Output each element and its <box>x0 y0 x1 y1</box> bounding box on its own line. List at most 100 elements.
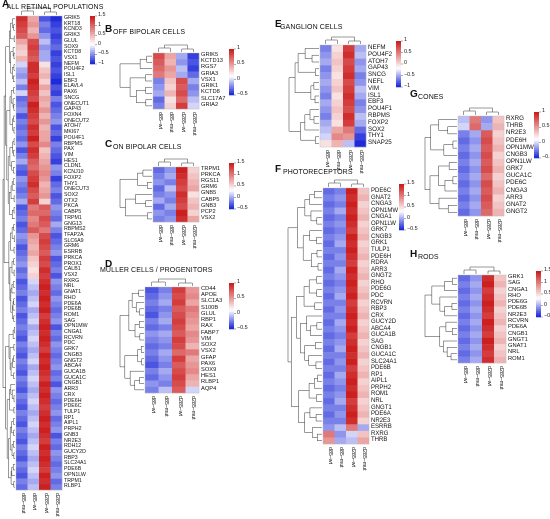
heatmap-cell <box>27 307 40 314</box>
dendrogram-branch <box>291 316 299 407</box>
heatmap-cell <box>27 175 40 182</box>
dendrogram-branch <box>431 285 445 305</box>
scale-swatch <box>90 38 95 41</box>
column-label: d85–mut <box>168 112 175 133</box>
heatmap-cell <box>50 107 63 114</box>
heatmap-cell <box>145 311 159 319</box>
heatmap-cell <box>39 38 51 45</box>
scale-swatch <box>90 62 95 65</box>
heatmap-cell <box>481 158 493 167</box>
dendrogram-branch <box>444 306 457 317</box>
heatmap-cell <box>145 380 159 387</box>
heatmap-cell <box>176 77 188 85</box>
heatmap-cell <box>27 210 40 217</box>
scale-swatch <box>536 309 541 312</box>
gene-label: GNGT2 <box>506 208 528 216</box>
gene-label: PDE6A <box>371 411 391 418</box>
heatmap-cell <box>334 358 347 366</box>
heatmap-cell <box>334 345 347 353</box>
scale-swatch <box>396 67 401 71</box>
heatmap-cell <box>334 194 347 202</box>
scale-swatch <box>229 203 234 206</box>
heatmap-cell <box>16 107 28 114</box>
heatmap-cell <box>27 21 40 28</box>
heatmap-cell <box>176 185 188 192</box>
heatmap-cell <box>27 90 40 97</box>
dendrogram-branch <box>443 340 457 353</box>
dendrogram-branch <box>11 261 15 274</box>
heatmap-cell <box>357 365 370 372</box>
heatmap-cell <box>343 113 355 120</box>
scale-swatch <box>229 186 234 189</box>
heatmap-cell <box>354 113 367 120</box>
heatmap-cell <box>27 295 40 302</box>
heatmap-cell <box>331 99 344 107</box>
heatmap-cell <box>50 398 63 405</box>
scale-swatch <box>229 60 234 63</box>
dendrogram-branch <box>10 89 14 104</box>
heatmap-cell <box>145 287 159 294</box>
heatmap-cell <box>50 158 63 165</box>
heatmap-cell <box>16 175 28 182</box>
heatmap-cell <box>357 312 370 320</box>
heatmap-cell <box>331 65 344 73</box>
heatmap-cell <box>50 130 63 137</box>
heatmap-cell <box>357 417 370 425</box>
dendrogram-branch <box>8 241 11 285</box>
heatmap-cell <box>323 306 335 313</box>
heatmap-cell <box>145 361 159 369</box>
gene-label: CABP5 <box>201 196 220 203</box>
heatmap-cell <box>39 410 51 416</box>
heatmap-cell <box>469 187 482 195</box>
gene-label: ROM1 <box>64 311 80 318</box>
heatmap-cell <box>39 227 51 234</box>
heatmap-cell <box>16 364 28 371</box>
gene-label: SNCG <box>64 94 80 101</box>
gene-label: EBF3 <box>64 77 78 84</box>
heatmap-cell <box>16 227 28 234</box>
scale-swatch <box>534 150 539 153</box>
dendrogram-branch <box>306 315 322 332</box>
heatmap-cell <box>50 392 63 399</box>
gene-label: CNGA1 <box>371 214 392 221</box>
heatmap-cell <box>334 220 347 228</box>
scale-swatch <box>534 123 539 126</box>
heatmap-cell <box>334 352 347 359</box>
dendrogram-branch <box>315 136 319 144</box>
dendrogram-branch <box>314 68 319 76</box>
scale-swatch <box>534 125 539 128</box>
heatmap-cell <box>346 253 358 261</box>
dendrogram-branch <box>13 372 15 379</box>
heatmap-cell <box>176 102 188 110</box>
heatmap-cell <box>334 227 347 235</box>
dendrogram-branch <box>297 207 305 249</box>
gene-label: RBP1 <box>201 317 216 324</box>
heatmap-cell <box>343 99 355 107</box>
heatmap-cell <box>494 319 507 326</box>
heatmap-cell <box>39 444 51 451</box>
scale-swatch <box>229 81 234 84</box>
scale-swatch <box>229 296 234 299</box>
gene-label: CNGB1 <box>371 345 392 352</box>
heatmap-cell <box>27 135 40 142</box>
gene-label: NEFL <box>368 77 384 85</box>
heatmap-cell <box>323 293 335 300</box>
heatmap-cell <box>50 358 63 365</box>
heatmap-cell <box>50 233 63 239</box>
heatmap-cell <box>164 102 177 110</box>
dendrogram-branch <box>288 77 301 132</box>
heatmap-cell <box>39 27 51 34</box>
heatmap-cell <box>158 330 173 338</box>
heatmap-cell <box>50 267 63 274</box>
gene-label: SLC24A1 <box>371 358 397 365</box>
gene-label: TRPM1 <box>64 214 82 221</box>
gene-label: ISL1 <box>368 91 381 99</box>
heatmap-cell <box>357 352 370 359</box>
dendrogram-branch <box>12 18 15 28</box>
gene-label: RBPMS <box>368 111 391 119</box>
heatmap-cell <box>494 344 507 351</box>
heatmap-cell <box>334 266 347 274</box>
heatmap-cell <box>27 158 40 165</box>
heatmap-cell <box>334 338 347 346</box>
